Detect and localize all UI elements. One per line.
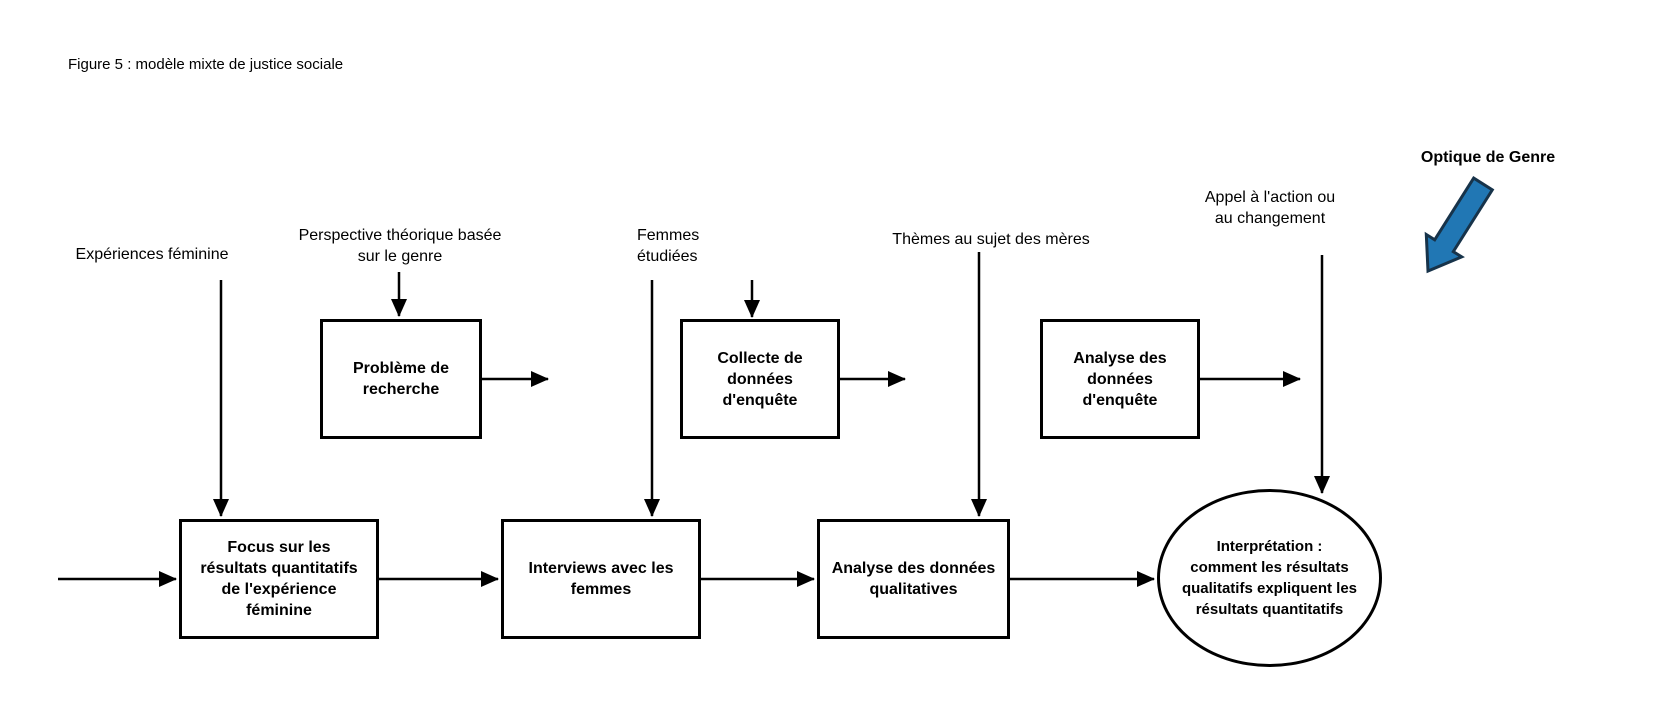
box-collecte-donnees-enquete: Collecte de données d'enquête <box>680 319 840 439</box>
label-experiences-feminine: Expériences féminine <box>75 246 229 263</box>
label-femmes-etudiees: Femmes étudiées <box>637 227 700 265</box>
label-appel-action: Appel à l'action ou au changement <box>1204 189 1336 227</box>
box-focus-resultats-quantitatifs: Focus sur les résultats quantitatifs de … <box>179 519 379 639</box>
box-probleme-de-recherche: Problème de recherche <box>320 319 482 439</box>
label-perspective-theorique: Perspective théorique basée sur le genre <box>298 227 502 265</box>
label-optique-de-genre: Optique de Genre <box>1420 149 1556 166</box>
box-interviews-femmes: Interviews avec les femmes <box>501 519 701 639</box>
box-analyse-donnees-enquete: Analyse des données d'enquête <box>1040 319 1200 439</box>
gender-lens-arrow <box>1424 176 1495 274</box>
label-themes-meres: Thèmes au sujet des mères <box>892 231 1090 248</box>
figure-title: Figure 5 : modèle mixte de justice socia… <box>68 56 344 73</box>
box-analyse-donnees-qualitatives: Analyse des données qualitatives <box>817 519 1010 639</box>
ellipse-interpretation: Interprétation : comment les résultats q… <box>1157 489 1382 667</box>
